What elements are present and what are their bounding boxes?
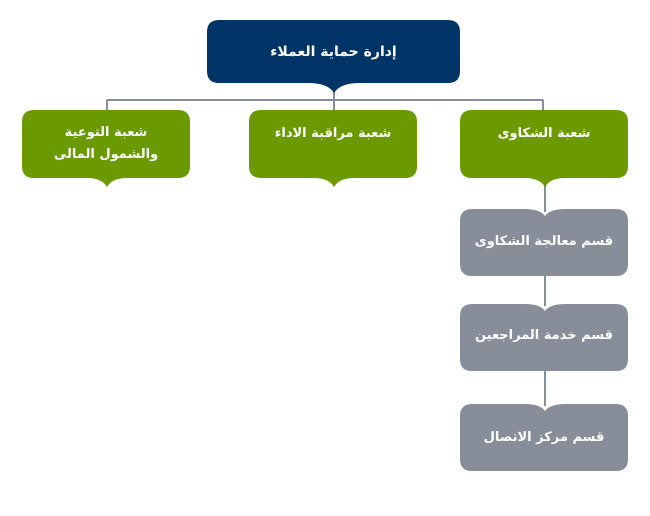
branch-label-awareness: شعبة التوعية والشمول المالى xyxy=(22,120,190,168)
branch-label-performance: شعبة مراقبة الاداء xyxy=(274,126,392,141)
branch-label-awareness-line2: والشمول المالى xyxy=(53,147,159,162)
root-label: إدارة حماية العملاء xyxy=(270,43,397,60)
branch-box-performance xyxy=(249,110,417,187)
branch-box-awareness xyxy=(22,110,190,187)
section-box-2 xyxy=(460,304,628,371)
branch-label-complaints: شعبة الشكاوى xyxy=(497,126,591,141)
section-label-2: قسم خدمة المراجعين xyxy=(474,328,614,343)
section-box-1 xyxy=(460,209,628,276)
root-box xyxy=(207,20,460,93)
section-label-1: قسم معالجة الشكاوى xyxy=(474,234,614,249)
root-connector xyxy=(106,88,544,112)
section-label-3: قسم مركز الاتصال xyxy=(483,430,605,445)
connectors xyxy=(106,88,546,406)
branch-label-awareness-line1: شعبة التوعية xyxy=(64,125,148,140)
branch-box-complaints xyxy=(460,110,628,187)
section-box-3 xyxy=(460,404,628,471)
